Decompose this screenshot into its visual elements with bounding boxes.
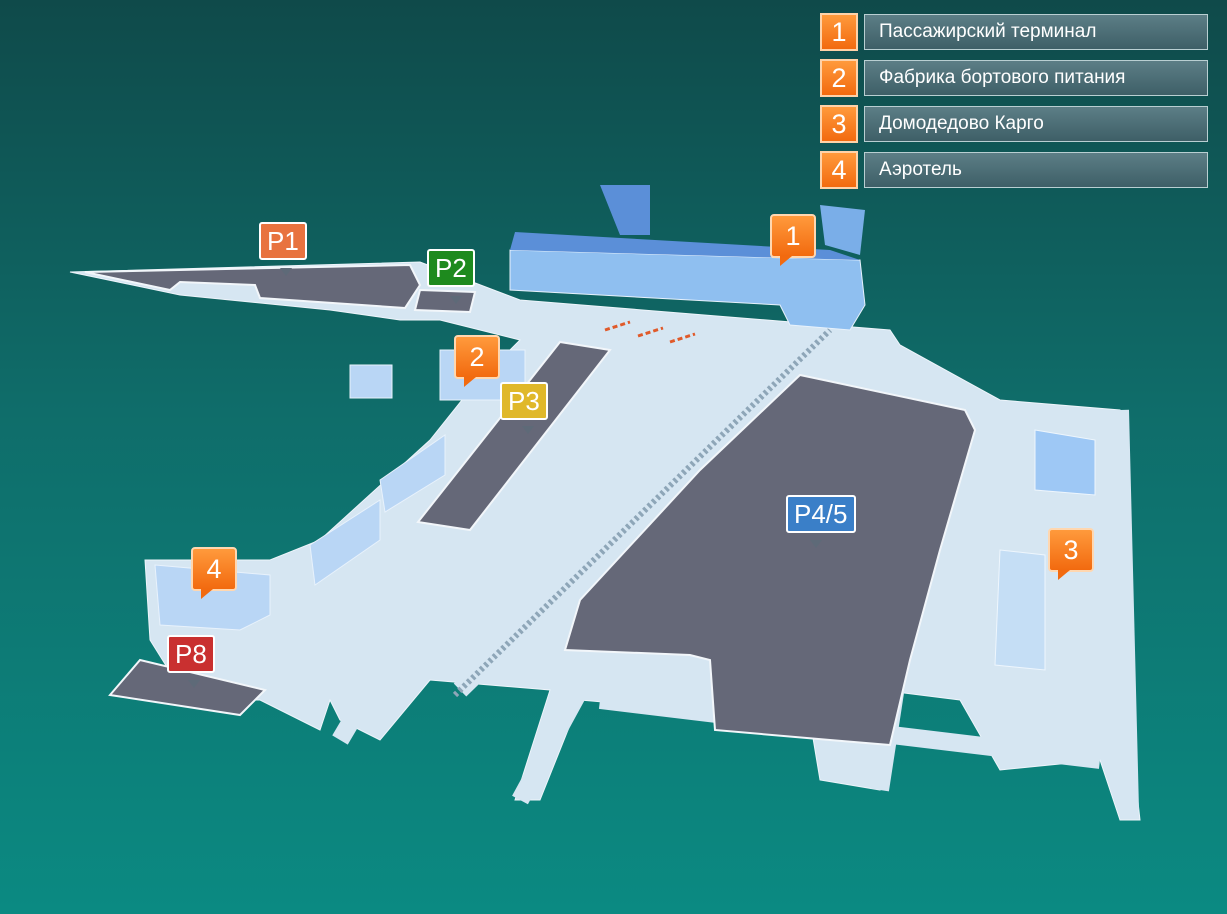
lot-p45 bbox=[563, 373, 977, 747]
cargo-building bbox=[994, 429, 1096, 671]
lot-p1 bbox=[84, 263, 422, 310]
marker-terminal[interactable]: 1 bbox=[770, 214, 816, 266]
parking-pins bbox=[188, 268, 822, 688]
legend-item-catering[interactable]: 2 Фабрика бортового питания bbox=[820, 59, 1208, 97]
legend-number: 4 bbox=[820, 151, 858, 189]
lot-p8 bbox=[108, 658, 267, 717]
parking-label-p8[interactable]: P8 bbox=[167, 635, 215, 673]
marker-hotel[interactable]: 4 bbox=[191, 547, 237, 599]
legend-label: Пассажирский терминал bbox=[864, 14, 1208, 50]
legend-label: Аэротель bbox=[864, 152, 1208, 188]
checkpoint-marks bbox=[604, 320, 696, 344]
legend-number: 2 bbox=[820, 59, 858, 97]
legend-number: 3 bbox=[820, 105, 858, 143]
legend-number: 1 bbox=[820, 13, 858, 51]
parking-label-p2[interactable]: P2 bbox=[427, 249, 475, 287]
lot-p3 bbox=[416, 340, 612, 532]
parking-lots bbox=[84, 263, 977, 747]
legend: 1 Пассажирский терминал 2 Фабрика бортов… bbox=[820, 13, 1208, 197]
legend-item-cargo[interactable]: 3 Домодедово Карго bbox=[820, 105, 1208, 143]
parking-label-p1[interactable]: P1 bbox=[259, 222, 307, 260]
parking-label-p3[interactable]: P3 bbox=[500, 382, 548, 420]
marker-cargo[interactable]: 3 bbox=[1048, 528, 1094, 580]
lot-p2 bbox=[413, 288, 477, 314]
legend-label: Фабрика бортового питания bbox=[864, 60, 1208, 96]
office-buildings bbox=[309, 434, 446, 586]
legend-item-hotel[interactable]: 4 Аэротель bbox=[820, 151, 1208, 189]
marker-catering[interactable]: 2 bbox=[454, 335, 500, 387]
parking-label-p45[interactable]: P4/5 bbox=[786, 495, 856, 533]
legend-item-terminal[interactable]: 1 Пассажирский терминал bbox=[820, 13, 1208, 51]
legend-label: Домодедово Карго bbox=[864, 106, 1208, 142]
